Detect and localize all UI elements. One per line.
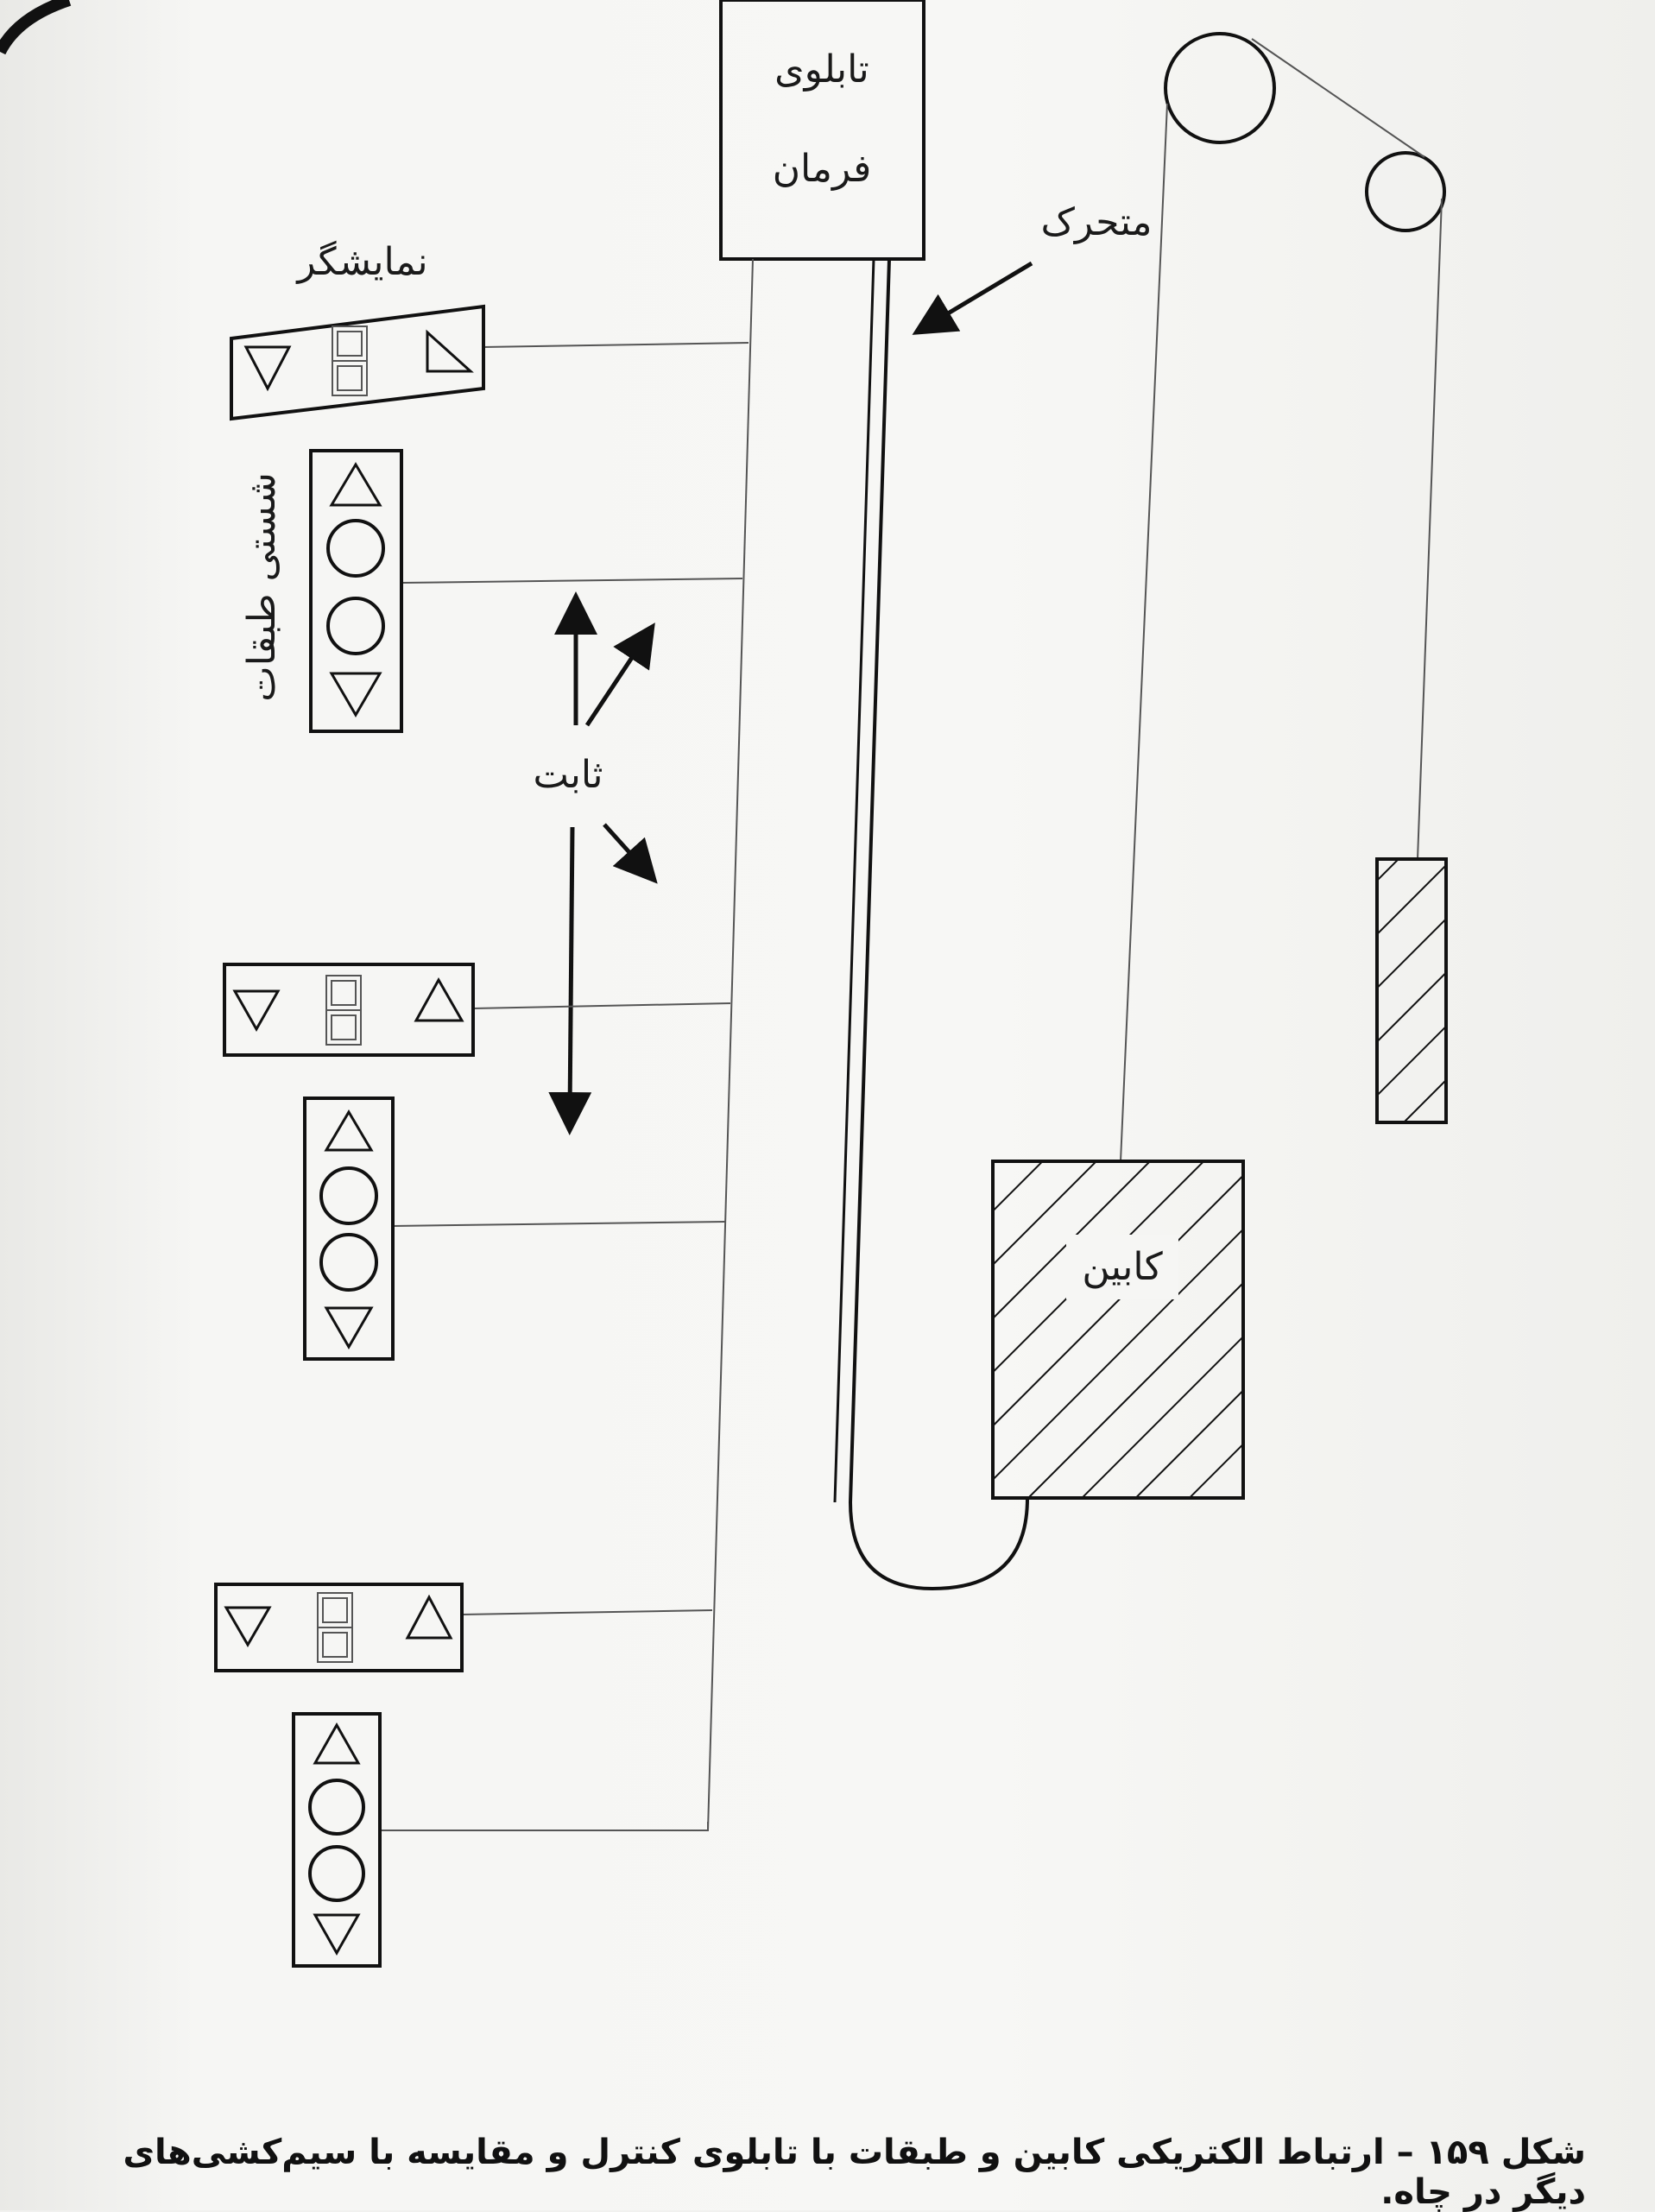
- call-button: [319, 1233, 378, 1292]
- fixed-arrow-upright: [584, 623, 655, 727]
- floor-2-display-wire: [472, 1002, 731, 1009]
- floor-3-buttons-wire: [380, 1822, 709, 1831]
- display-label: نمایشگر: [295, 240, 427, 284]
- floor-2-button-panel: [303, 1097, 395, 1361]
- moving-label: متحرک: [1041, 200, 1153, 244]
- floor-1-buttons-wire: [401, 578, 743, 584]
- fixed-arrow-down: [548, 826, 592, 1135]
- control-panel-box: [719, 0, 925, 261]
- call-down-icon: [313, 1913, 361, 1956]
- floor-1-display-wire: [483, 342, 749, 348]
- deflector-pulley: [1365, 151, 1446, 232]
- floor-3-display-wire: [461, 1609, 713, 1615]
- triangle-down-icon: [243, 345, 292, 392]
- rope-top: [1251, 38, 1425, 158]
- triangle-up-icon: [405, 1594, 453, 1640]
- triangle-down-icon: [232, 989, 281, 1033]
- counterweight: [1375, 857, 1448, 1124]
- fixed-arrow-downright: [603, 823, 658, 884]
- floor-3: [214, 1583, 713, 1968]
- floor-3-display-panel: [214, 1583, 464, 1672]
- control-panel-label-line2: فرمان: [773, 147, 872, 191]
- call-up-icon: [329, 462, 382, 507]
- seven-segment-display-icon: [325, 975, 362, 1046]
- rope-cabin-side: [1120, 103, 1168, 1162]
- call-down-icon: [324, 1306, 374, 1349]
- triangle-down-icon: [224, 1606, 272, 1647]
- cabin-label: کابین: [1082, 1245, 1162, 1289]
- control-panel-label-line1: تابلوی: [774, 47, 869, 92]
- cabin-label-bg: [1066, 1235, 1178, 1299]
- floor-1-display-panel: [230, 304, 485, 421]
- call-down-icon: [329, 672, 382, 717]
- rope-counterweight-side: [1417, 198, 1443, 860]
- triangle-up-icon: [414, 976, 464, 1022]
- cabin-box: [991, 1160, 1245, 1500]
- page-curl: [0, 0, 72, 55]
- floor-1-button-panel: [309, 449, 403, 733]
- call-up-icon: [313, 1722, 361, 1765]
- seven-segment-display-icon: [317, 1592, 353, 1663]
- moving-arrow: [912, 261, 1033, 335]
- floor-2-display-panel: [223, 963, 475, 1057]
- fixed-bus-wire: [707, 258, 754, 1831]
- floor-2-buttons-wire: [392, 1221, 726, 1227]
- floor-3-button-panel: [292, 1712, 382, 1968]
- call-up-icon: [324, 1109, 374, 1152]
- triangle-up-icon: [426, 329, 474, 373]
- seven-segment-display-icon: [332, 325, 368, 396]
- main-pulley: [1164, 32, 1276, 144]
- floor-2: [223, 963, 731, 1361]
- call-button: [308, 1845, 365, 1902]
- call-button: [308, 1779, 365, 1836]
- floor-1: [230, 304, 749, 733]
- floor-buttons-label: شستی طبقات: [240, 472, 284, 701]
- call-button: [326, 597, 385, 655]
- fixed-label: ثابت: [533, 753, 603, 797]
- travelling-cable-inner: [833, 258, 875, 1503]
- call-button: [319, 1166, 378, 1225]
- figure-caption: شکل ۱۵۹ – ارتباط الکتریکی کابین و طبقات …: [123, 2133, 1586, 2212]
- call-button: [326, 519, 385, 578]
- travelling-cable: [848, 258, 1029, 1591]
